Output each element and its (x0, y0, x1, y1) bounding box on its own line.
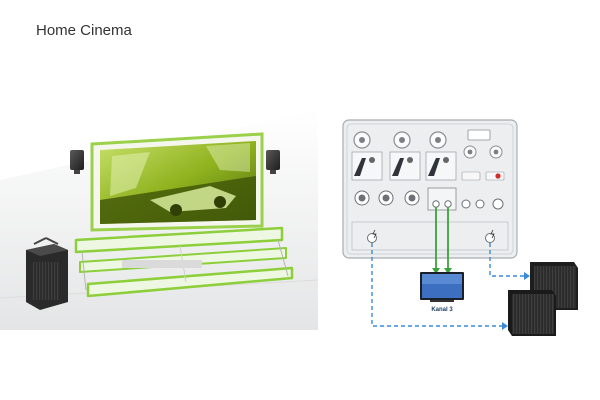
room-illustration (0, 110, 319, 330)
input-sockets (354, 187, 504, 211)
mixer-panel (342, 119, 518, 259)
green-audio-cables (435, 207, 449, 272)
tv-screen (90, 132, 264, 232)
display-window (467, 129, 491, 141)
wiring-diagram: Kanal 3 (342, 119, 578, 336)
tv-sideboard (74, 226, 294, 298)
blue-dashed-cables (371, 243, 528, 327)
output-jack-right (485, 233, 495, 243)
floor-speaker (26, 237, 68, 310)
left-satellite-speaker (70, 150, 84, 174)
red-indicator (495, 173, 501, 179)
page-title: Home Cinema (36, 22, 132, 39)
tv-channel-label: Kanal 3 (431, 307, 453, 313)
channel-strips (351, 151, 457, 181)
tv-device: Kanal 3 (420, 272, 464, 313)
right-satellite-speaker (266, 150, 280, 174)
output-jack-left (367, 233, 377, 243)
speaker-box-front (508, 290, 556, 336)
